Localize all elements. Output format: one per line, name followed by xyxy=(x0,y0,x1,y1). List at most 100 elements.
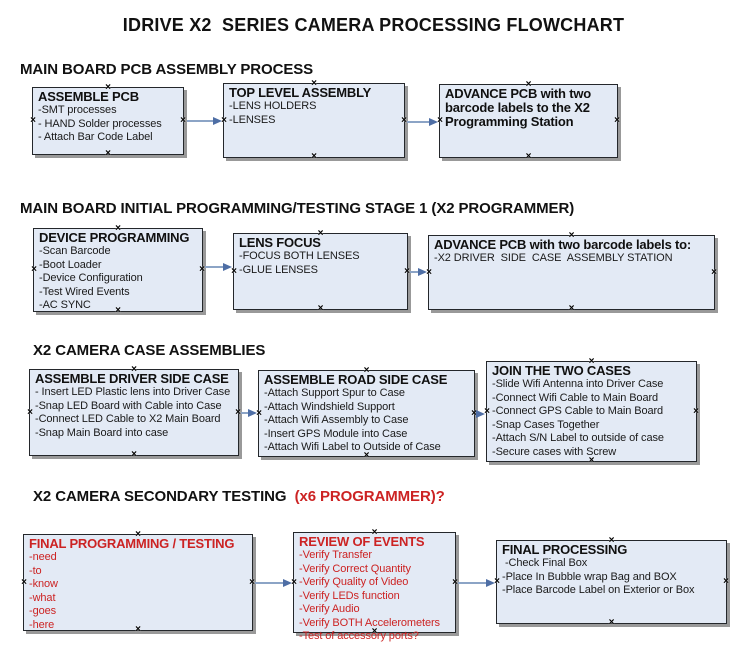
box-item: -goes xyxy=(29,605,57,617)
connection-handle-icon: × xyxy=(311,151,317,162)
box-item: -know xyxy=(29,578,58,590)
arrow-head-icon xyxy=(476,409,485,418)
section-heading: MAIN BOARD PCB ASSEMBLY PROCESS xyxy=(20,61,313,78)
flow-box-top-level-assembly[interactable]: TOP LEVEL ASSEMBLY-LENS HOLDERS-LENSES××… xyxy=(221,79,407,162)
section-heading: X2 CAMERA CASE ASSEMBLIES xyxy=(33,342,265,359)
box-title: JOIN THE TWO CASES xyxy=(492,363,631,378)
box-item: -SMT processes xyxy=(38,104,117,116)
box-item: -Attach Windshield Support xyxy=(264,400,395,413)
box-item: -Verify Quality of Video xyxy=(299,576,409,588)
flow-arrow[interactable] xyxy=(186,116,222,127)
box-item: -Snap LED Board with Cable into Case xyxy=(35,399,222,412)
box-item: -Connect Wifi Cable to Main Board xyxy=(492,391,659,404)
box-title: FINAL PROGRAMMING / TESTING xyxy=(29,536,235,551)
box-item: -GLUE LENSES xyxy=(239,263,318,276)
box-item: -need xyxy=(29,551,57,563)
box-item: -Attach Support Spur to Case xyxy=(264,387,405,399)
connection-handle-icon: × xyxy=(27,406,33,418)
flow-box-advance-pcb-to-assembly-station[interactable]: ADVANCE PCB with two barcode labels to:-… xyxy=(426,231,717,314)
box-item: -here xyxy=(29,618,55,631)
section-heading-text: (x6 PROGRAMMER)? xyxy=(294,488,445,505)
connection-handle-icon: × xyxy=(525,151,532,162)
box-title: LENS FOCUS xyxy=(239,235,321,250)
box-item: -Snap Cases Together xyxy=(492,418,600,431)
flow-arrow[interactable] xyxy=(204,262,232,273)
box-item: -Check Final Box xyxy=(502,557,588,569)
box-item: -Verify Audio xyxy=(299,603,360,615)
flow-arrow[interactable] xyxy=(240,408,257,419)
section-heading: MAIN BOARD INITIAL PROGRAMMING/TESTING S… xyxy=(20,200,574,217)
box-item: -Snap Main Board into case xyxy=(35,426,169,439)
flow-arrow[interactable] xyxy=(457,578,495,589)
box-item: - Insert LED Plastic lens into Driver Ca… xyxy=(35,386,231,398)
arrow-head-icon xyxy=(486,578,495,587)
arrow-line xyxy=(255,582,285,584)
box-item: -what xyxy=(29,591,56,604)
box-item: -Secure cases with Screw xyxy=(492,445,617,458)
connection-handle-icon: × xyxy=(711,266,717,278)
box-item: -Verify LEDs function xyxy=(299,589,400,602)
box-title: ASSEMBLE ROAD SIDE CASE xyxy=(264,372,448,387)
box-item: -Place Barcode Label on Exterior or Box xyxy=(502,584,695,596)
connection-handle-icon: × xyxy=(105,148,111,159)
flow-box-assemble-driver-side-case[interactable]: ASSEMBLE DRIVER SIDE CASE- Insert LED Pl… xyxy=(27,365,241,460)
arrow-line xyxy=(410,271,420,273)
connection-handle-icon: × xyxy=(131,449,137,460)
arrow-head-icon xyxy=(223,262,232,271)
page-title: IDRIVE X2 SERIES CAMERA PROCESSING FLOWC… xyxy=(122,15,625,35)
flow-box-device-programming[interactable]: DEVICE PROGRAMMING-Scan Barcode-Boot Loa… xyxy=(31,224,205,316)
arrow-head-icon xyxy=(248,408,257,417)
section-heading-text: MAIN BOARD INITIAL PROGRAMMING/TESTING S… xyxy=(20,200,575,217)
box-item: -Boot Loader xyxy=(39,258,102,271)
section-heading: X2 CAMERA SECONDARY TESTING (x6 PROGRAMM… xyxy=(33,488,445,505)
box-item: -Slide Wifi Antenna into Driver Case xyxy=(492,378,664,390)
box-item: -Attach S/N Label to outside of case xyxy=(492,432,664,444)
box-item: -Connect GPS Cable to Main Board xyxy=(492,405,664,417)
arrow-line xyxy=(241,412,250,414)
arrow-head-icon xyxy=(429,117,438,126)
connection-handle-icon: × xyxy=(568,303,575,314)
flow-arrow[interactable] xyxy=(476,409,485,420)
box-item: -Scan Barcode xyxy=(39,245,111,257)
box-item: -Device Configuration xyxy=(39,272,143,284)
flow-box-join-the-two-cases[interactable]: JOIN THE TWO CASES-Slide Wifi Antenna in… xyxy=(484,357,699,466)
section-heading-text: X2 CAMERA CASE ASSEMBLIES xyxy=(33,342,266,359)
box-item: -FOCUS BOTH LENSES xyxy=(239,250,360,262)
section-heading-text: MAIN BOARD PCB ASSEMBLY PROCESS xyxy=(20,61,314,78)
box-item: - Attach Bar Code Label xyxy=(38,131,153,143)
box-item: - HAND Solder processes xyxy=(38,117,162,130)
connection-handle-icon: × xyxy=(30,115,36,126)
box-title: ADVANCE PCB with two barcode labels to: xyxy=(434,237,692,252)
connection-handle-icon: × xyxy=(31,264,37,275)
box-item: -Place In Bubble wrap Bag and BOX xyxy=(502,570,677,583)
box-item: -Verify Correct Quantity xyxy=(299,562,411,575)
connection-handle-icon: × xyxy=(21,576,27,588)
box-item: -LENS HOLDERS xyxy=(229,100,317,112)
flow-arrow[interactable] xyxy=(254,578,292,589)
arrow-head-icon xyxy=(418,267,427,276)
box-item: -Attach Wifi Assembly to Case xyxy=(264,414,409,426)
box-title: ASSEMBLE PCB xyxy=(38,89,139,104)
box-item: -Verify BOTH Accelerometers xyxy=(299,616,440,629)
section-heading-text: X2 CAMERA SECONDARY TESTING xyxy=(33,488,295,505)
box-title: ADVANCE PCB with two barcode labels to t… xyxy=(445,86,591,129)
box-title: ASSEMBLE DRIVER SIDE CASE xyxy=(35,371,229,386)
flow-box-assemble-road-side-case[interactable]: ASSEMBLE ROAD SIDE CASE-Attach Support S… xyxy=(256,366,477,461)
arrow-line xyxy=(458,582,488,584)
flow-box-final-processing[interactable]: FINAL PROCESSING -Check Final Box-Place … xyxy=(494,536,729,628)
flow-arrow[interactable] xyxy=(409,267,427,278)
box-item: -AC SYNC xyxy=(39,299,91,311)
flow-box-lens-focus[interactable]: LENS FOCUS-FOCUS BOTH LENSES-GLUE LENSES… xyxy=(231,229,410,314)
flow-box-advance-pcb-to-programming-station[interactable]: ADVANCE PCB with two barcode labels to t… xyxy=(437,80,620,162)
flow-arrow[interactable] xyxy=(406,117,438,128)
box-item: -Insert GPS Module into Case xyxy=(264,427,408,440)
box-title: DEVICE PROGRAMMING xyxy=(39,230,190,245)
arrow-head-icon xyxy=(213,116,222,125)
box-item: -Test Wired Events xyxy=(39,285,130,298)
flow-box-final-programming-testing[interactable]: FINAL PROGRAMMING / TESTING-need-to-know… xyxy=(21,530,255,635)
flow-box-assemble-pcb[interactable]: ASSEMBLE PCB-SMT processes- HAND Solder … xyxy=(30,83,186,159)
box-item: -Test of accessory ports? xyxy=(299,630,419,642)
flow-box-review-of-events[interactable]: REVIEW OF EVENTS-Verify Transfer-Verify … xyxy=(291,528,458,643)
arrow-line xyxy=(205,266,225,268)
